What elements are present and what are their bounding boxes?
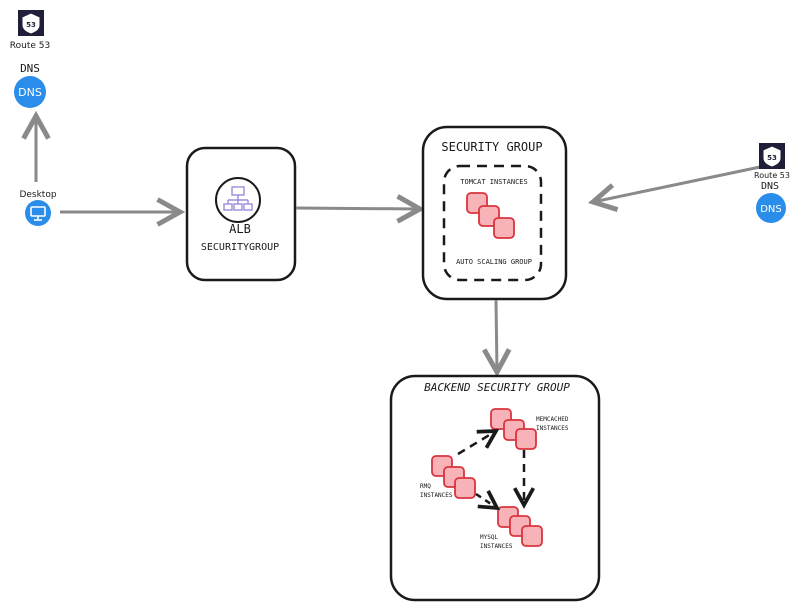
route53-left-label: Route 53 [10,41,50,51]
memcached-label-line1: MEMCACHED [536,416,569,423]
mysql-label-line2: INSTANCES [480,543,513,550]
arrow-alb-to-security-group [295,208,420,209]
tomcat-instances-icon [466,192,515,239]
dns-right-badge: DNS [760,204,782,215]
route53-left-icon: 53 [18,10,44,36]
arrow-rmq-to-mysql [475,494,497,508]
backend-security-group-title: BACKEND SECURITY GROUP [424,381,570,394]
alb-network-icon [215,177,261,223]
svg-text:53: 53 [26,21,36,29]
dns-left-icon [14,76,46,108]
arrow-dns-to-security-group [593,165,761,202]
memcached-label-line2: INSTANCES [536,425,569,432]
memcached-instances-icon [490,408,537,450]
dns-left-title: DNS [20,62,40,75]
security-group-title: SECURITY GROUP [441,140,542,154]
arrow-rmq-to-memcached [457,431,496,456]
dns-left-badge: DNS [18,86,42,99]
dns-right-title: DNS [761,181,779,192]
rmq-label-line2: INSTANCES [420,492,453,499]
tomcat-instances-label: TOMCAT INSTANCES [460,178,527,186]
arrow-security-group-to-backend [496,299,497,372]
svg-text:53: 53 [767,154,777,162]
alb-title: ALB [229,222,251,236]
route53-right-label: Route 53 [754,171,790,180]
auto-scaling-group-box [442,164,543,282]
backend-security-group-box [389,374,601,602]
desktop-label: Desktop [19,190,56,200]
desktop-icon [25,200,51,226]
alb-subtitle: SECURITYGROUP [201,242,279,253]
route53-right-icon: 53 [759,143,785,169]
rmq-instances-icon [431,455,476,499]
auto-scaling-group-label: AUTO SCALING GROUP [456,258,532,266]
mysql-label-line1: MYSQL [480,534,498,541]
mysql-instances-icon [497,506,543,547]
rmq-label-line1: RMQ [420,483,431,490]
dns-right-icon [756,193,786,223]
